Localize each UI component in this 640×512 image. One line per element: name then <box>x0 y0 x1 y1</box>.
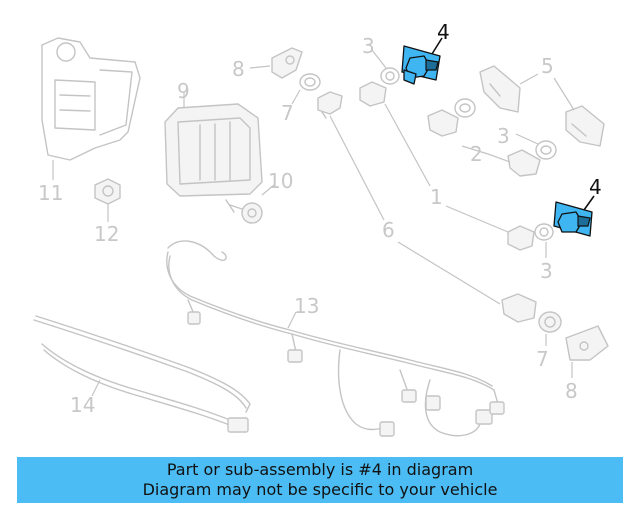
part-3-ring-lower <box>534 223 554 258</box>
callout-14: 14 <box>70 393 95 417</box>
callout-7-top: 7 <box>281 101 294 125</box>
callout-labels: 11 12 9 10 8 7 3 4 5 3 2 1 4 6 3 13 7 8 … <box>38 20 602 417</box>
part-13-wiring-harness <box>166 240 505 437</box>
callout-4-lower: 4 <box>589 175 602 199</box>
part-11-bracket <box>41 37 141 180</box>
callout-11: 11 <box>38 181 63 205</box>
part-4-bracket-lower-highlight <box>553 195 595 237</box>
callout-8-top: 8 <box>232 57 245 81</box>
part-1-sensor-lower <box>507 225 535 251</box>
callout-2: 2 <box>470 142 483 166</box>
part-14-bumper-strip <box>33 315 251 433</box>
callout-4-top: 4 <box>437 20 450 44</box>
banner-line-1: Part or sub-assembly is #4 in diagram <box>166 460 474 479</box>
callout-3-mid: 3 <box>497 124 510 148</box>
callout-9: 9 <box>177 79 190 103</box>
part-10-bolt <box>225 184 275 224</box>
info-banner: Part or sub-assembly is #4 in diagram Di… <box>17 457 623 503</box>
callout-10: 10 <box>268 169 293 193</box>
callout-3-top: 3 <box>362 34 375 58</box>
part-6-sensor-left <box>317 91 343 119</box>
callout-7-lower: 7 <box>536 347 549 371</box>
part-7-ring-lower <box>538 311 562 346</box>
part-3-ring-mid <box>515 133 557 160</box>
part-7-ring-mid <box>454 98 476 118</box>
part-8-clip-top <box>249 47 303 79</box>
part-12-nut <box>94 178 121 222</box>
callout-13: 13 <box>294 294 319 318</box>
callout-6: 6 <box>382 218 395 242</box>
callout-1: 1 <box>430 185 443 209</box>
part-4-bracket-top-highlight <box>401 37 443 85</box>
part-6-leaders <box>329 115 537 323</box>
part-3-ring-top <box>371 49 400 85</box>
part-5-brackets <box>479 65 605 147</box>
part-9-module <box>164 92 263 197</box>
part-7-ring-top <box>291 73 321 105</box>
callout-3-lower: 3 <box>540 259 553 283</box>
part-1-sensor-top <box>359 81 387 107</box>
part-8-clip-lower <box>565 325 609 378</box>
callout-12: 12 <box>94 222 119 246</box>
banner-line-2: Diagram may not be specific to your vehi… <box>142 480 498 499</box>
part-2-sensor <box>427 109 541 177</box>
callout-8-lower: 8 <box>565 379 578 403</box>
part-1-leaders <box>384 103 509 233</box>
callout-5: 5 <box>541 54 554 78</box>
